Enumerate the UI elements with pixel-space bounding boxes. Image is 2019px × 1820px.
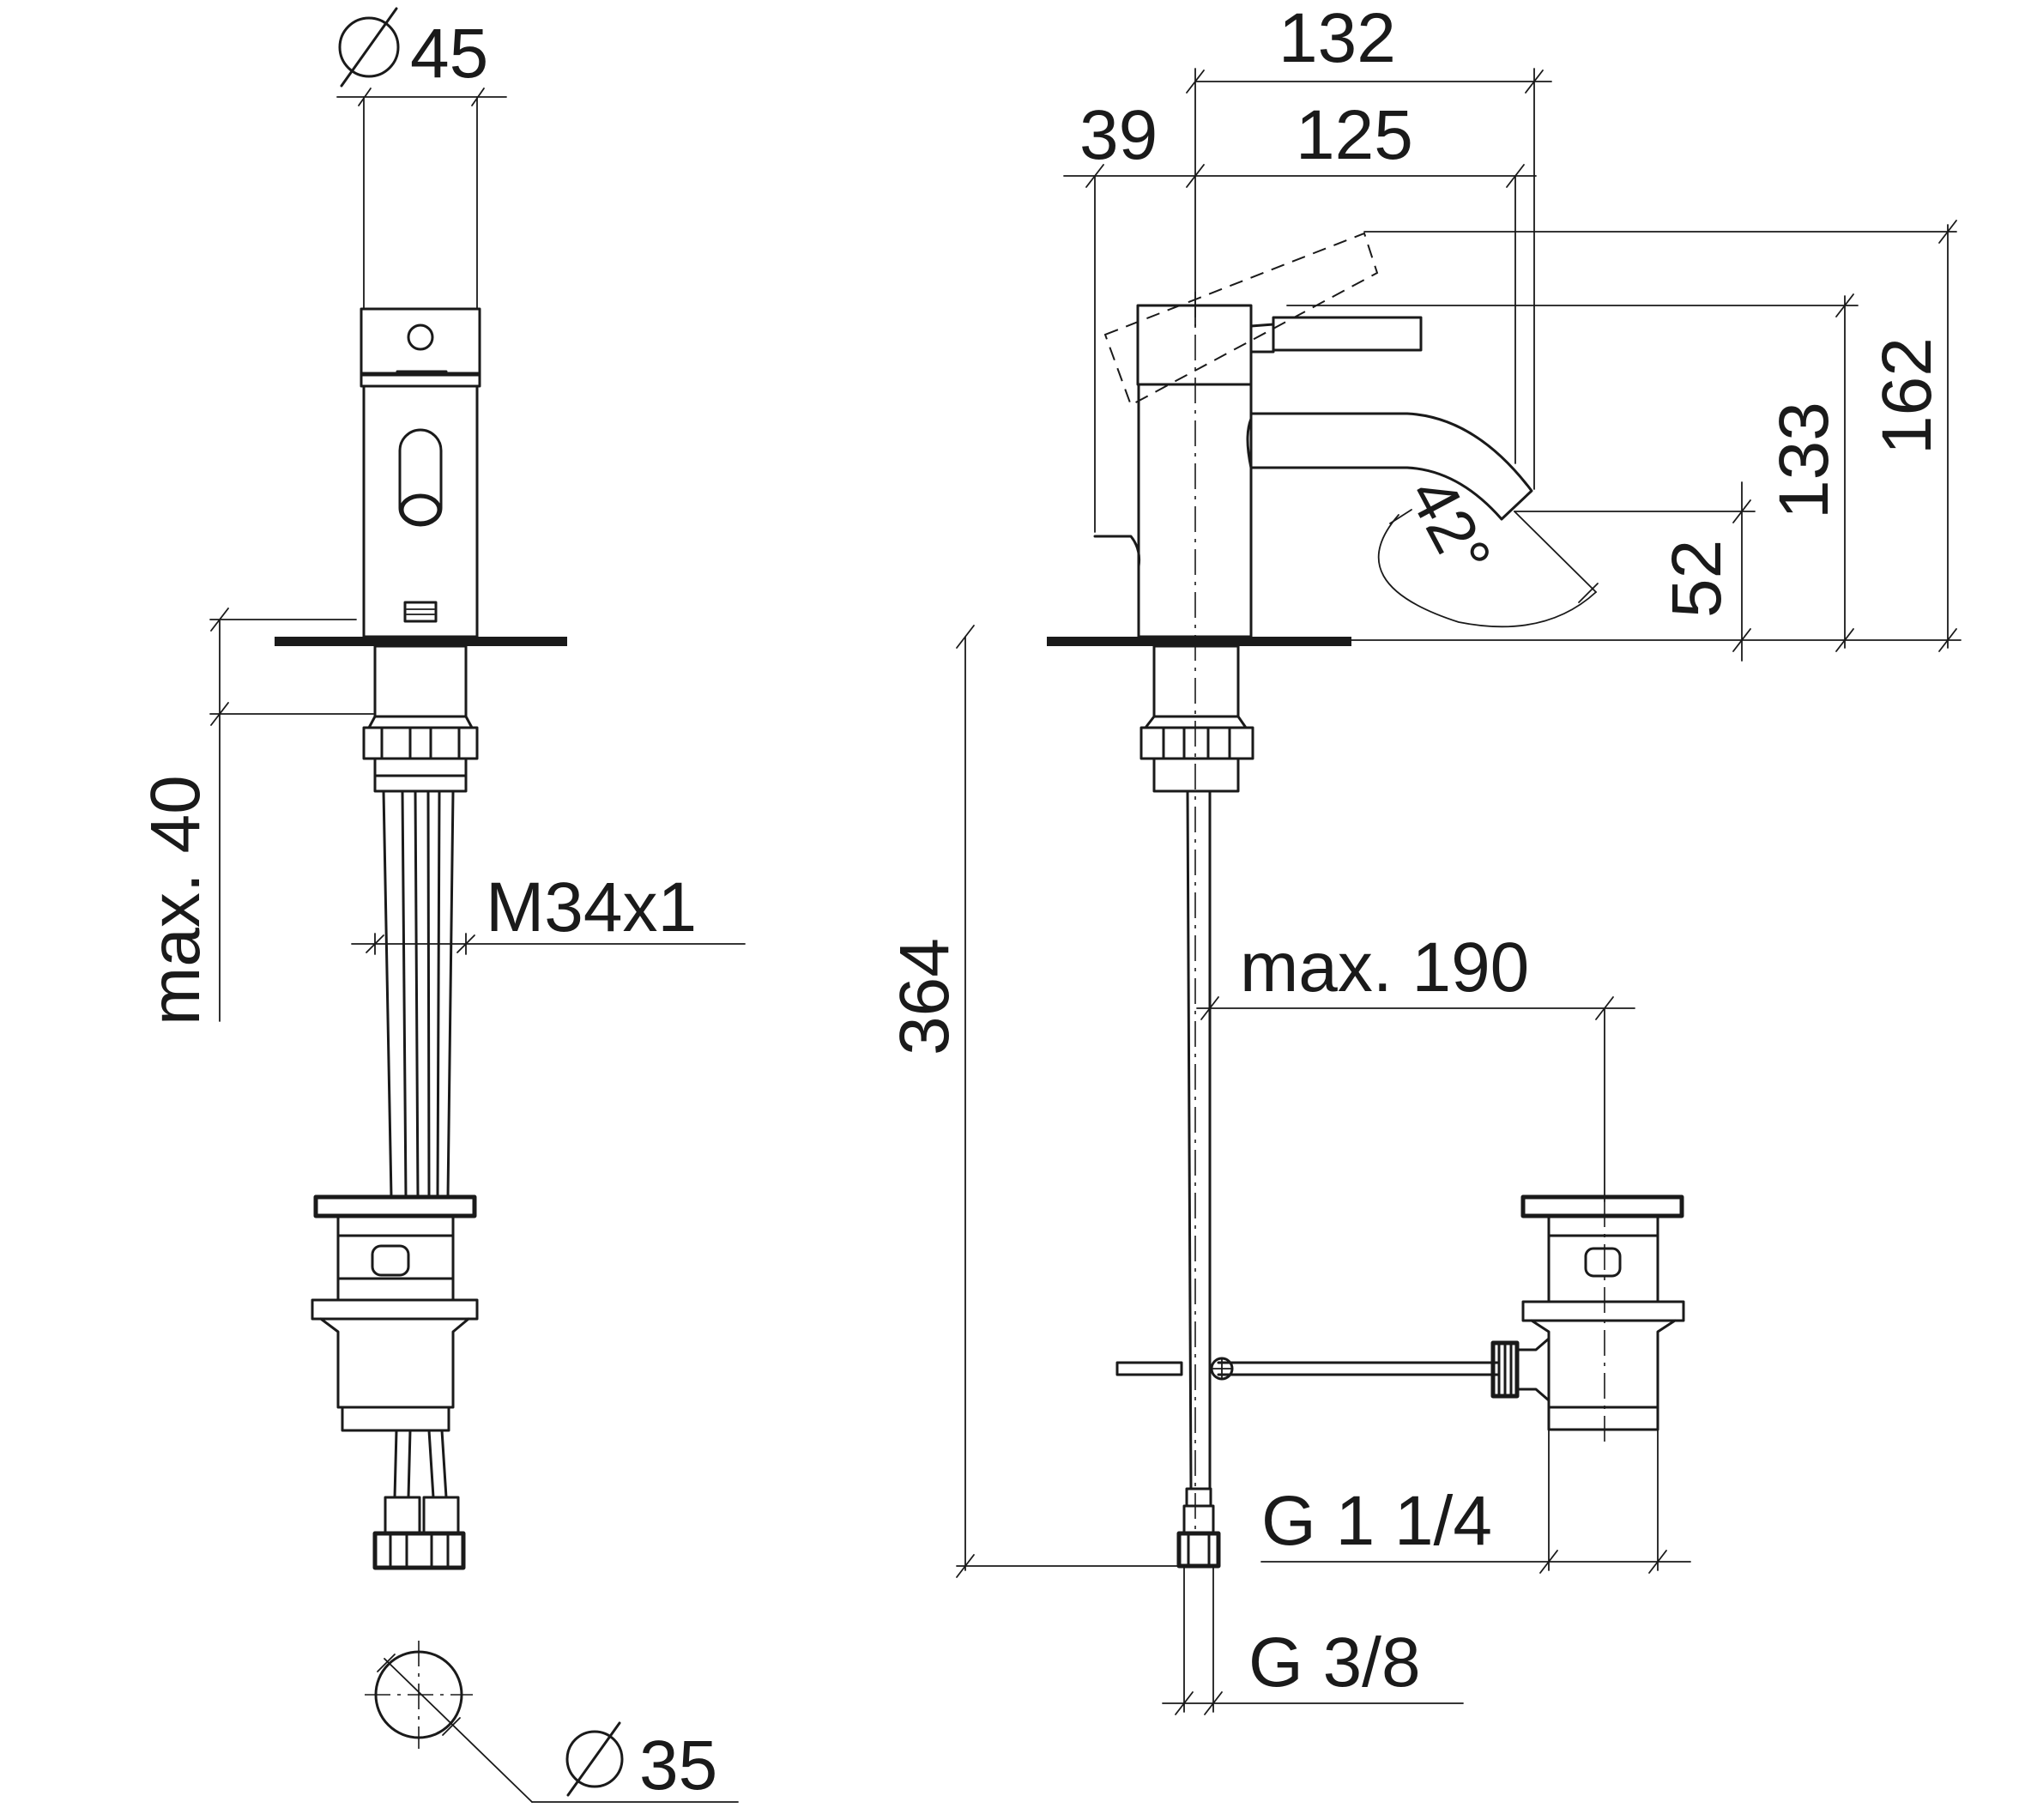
deck-plate-side	[1047, 637, 1351, 646]
dim-g38-label: G 3/8	[1248, 1623, 1421, 1702]
dim-133-label: 133	[1765, 402, 1843, 519]
shank-front	[362, 644, 479, 793]
dim-35-label: 35	[639, 1726, 717, 1805]
hoses-front	[382, 789, 455, 1199]
faucet-body-front	[360, 307, 481, 638]
dim-132-label: 132	[1278, 0, 1396, 77]
dim-39-label: 39	[1079, 96, 1158, 174]
shank-side	[1139, 644, 1254, 793]
dim-52-label: 52	[1658, 540, 1736, 618]
hose-ends-front	[372, 1429, 466, 1570]
dim-m34-label: M34x1	[486, 868, 697, 946]
dim-364-label: 364	[886, 938, 964, 1055]
deck-plate-front	[275, 637, 567, 646]
dim-g114-label: G 1 1/4	[1261, 1482, 1492, 1560]
dim-125-label: 125	[1296, 96, 1413, 174]
side-view: 132 39 125 162 133 52	[886, 0, 1962, 1715]
angle-arc	[1377, 509, 1599, 628]
waste-front	[311, 1194, 479, 1432]
faucet-body-side	[1093, 232, 1533, 1536]
diameter-symbol-45	[338, 7, 400, 88]
hose-end-side	[1176, 1487, 1221, 1569]
front-view: 45 max. 40	[136, 7, 746, 1805]
dim-angle-label: 42°	[1394, 466, 1505, 587]
dim-162-label: 162	[1868, 337, 1946, 455]
dim-45-label: 45	[410, 15, 488, 93]
dim-max40-label: max. 40	[136, 775, 215, 1025]
waste-side	[1115, 1194, 1685, 1442]
mounting-hole-35	[365, 1641, 739, 1803]
dim-max190-label: max. 190	[1240, 928, 1529, 1007]
